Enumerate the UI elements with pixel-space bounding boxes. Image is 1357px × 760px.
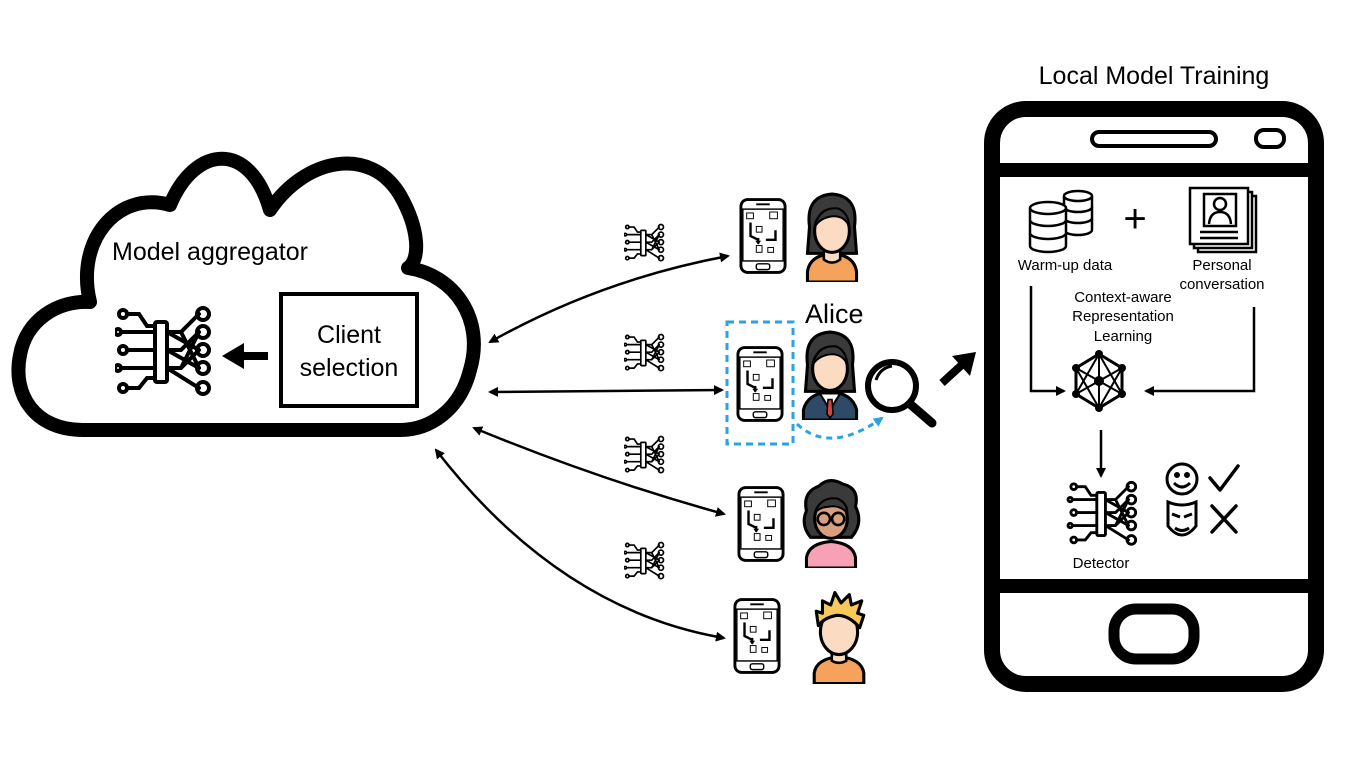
alice-phone-icon — [736, 346, 784, 422]
alice-inspect-arrow — [795, 416, 884, 440]
local-training-title: Local Model Training — [1039, 62, 1270, 90]
magnifier-icon — [865, 359, 937, 428]
client-selection-box — [279, 292, 419, 408]
cloud-title: Model aggregator — [112, 238, 308, 266]
warmup-label: Warm-up data — [1018, 257, 1113, 274]
client-3-person-icon — [802, 478, 861, 568]
client-4-person-icon — [812, 590, 866, 684]
local-training-phone: Local Model Training Warm-up data + — [984, 62, 1324, 692]
cross-icon — [1210, 504, 1238, 534]
link-client-alice — [488, 385, 724, 397]
context-line2: Representation — [1072, 308, 1174, 325]
data-flow-arrows — [1029, 286, 1256, 478]
model-update-icon-3 — [624, 435, 665, 474]
client-4 — [733, 590, 866, 684]
client-selection-line2: selection — [300, 354, 399, 382]
model-aggregator-cloud: Model aggregator Client selection — [11, 151, 481, 437]
representation-network-icon — [1072, 350, 1126, 412]
alice-highlight-box — [725, 320, 795, 446]
model-update-icon-2 — [624, 333, 665, 372]
personal-line2: conversation — [1179, 276, 1264, 293]
alice-person-icon — [801, 330, 859, 420]
to-local-training-arrow — [939, 352, 976, 386]
selection-arrow — [222, 343, 268, 369]
client-1-phone-icon — [739, 198, 787, 274]
link-client-3 — [472, 426, 726, 517]
conversation-document-icon — [1188, 186, 1258, 254]
link-client-4 — [434, 448, 726, 642]
client-3 — [737, 478, 861, 568]
context-line1: Context-aware — [1074, 289, 1172, 306]
alice-name: Alice — [805, 299, 864, 329]
detector-label: Detector — [1073, 555, 1130, 572]
phone-home-button — [1108, 603, 1200, 665]
client-1 — [739, 192, 859, 282]
database-icon — [1028, 189, 1094, 254]
model-update-icon-4 — [624, 541, 665, 580]
check-icon — [1208, 464, 1240, 492]
client-3-phone-icon — [737, 486, 785, 562]
benign-smiley-icon — [1165, 462, 1199, 496]
client-1-person-icon — [805, 192, 859, 282]
client-selection-line1: Client — [317, 321, 381, 349]
plus-sign: + — [1123, 197, 1146, 241]
client-4-phone-icon — [733, 598, 781, 674]
communication-links — [434, 252, 730, 642]
link-client-1 — [488, 252, 730, 344]
phone-speaker — [1090, 130, 1218, 148]
personal-line1: Personal — [1192, 257, 1251, 274]
model-update-icon-1 — [624, 223, 665, 262]
client-alice: Alice — [725, 299, 937, 446]
malicious-mask-icon — [1166, 499, 1198, 537]
context-line3: Learning — [1094, 328, 1152, 345]
phone-camera — [1254, 128, 1286, 149]
